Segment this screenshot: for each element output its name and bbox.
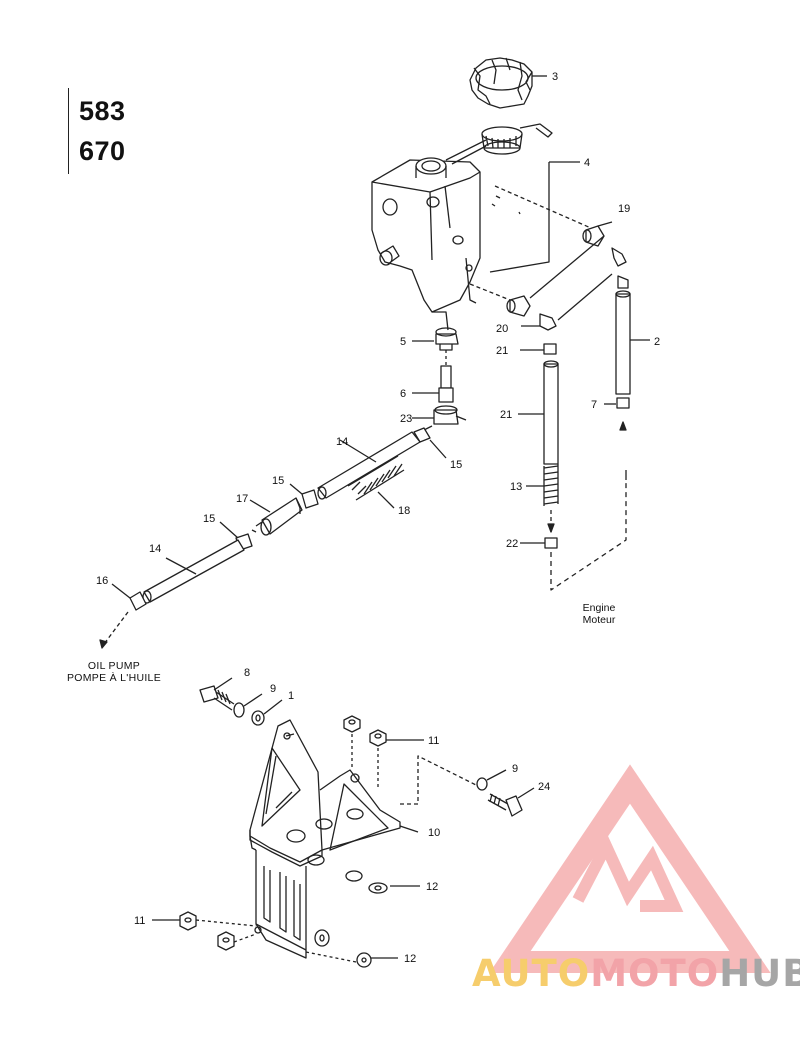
callout-10: 10 (428, 827, 440, 839)
hose-23 (518, 360, 559, 465)
callout-1: 1 (288, 690, 294, 702)
grommet-20 (506, 295, 557, 331)
callout-7: 23 (400, 413, 412, 425)
cap-gasket (445, 123, 553, 165)
hose-14-lower (142, 539, 245, 604)
spring-18 (347, 455, 405, 509)
callout-18: 18 (398, 505, 410, 517)
engine-label-en: Engine (582, 602, 616, 614)
bracket-10 (249, 719, 419, 959)
callout-24: 24 (538, 781, 550, 793)
clamp-21 (520, 343, 557, 355)
automotohub-logo-icon (489, 764, 771, 973)
callout-14-lower: 14 (149, 543, 161, 555)
watermark-auto: AUTO (472, 952, 591, 995)
callout-22: 22 (506, 538, 518, 550)
fitting-6 (412, 365, 454, 403)
callout-3: 3 (552, 71, 558, 83)
oil-pump-label-fr: POMPE À L'HUILE (66, 672, 162, 684)
callout-9-right: 9 (512, 763, 518, 775)
fitting-5 (412, 327, 459, 351)
washer-12b (305, 929, 398, 968)
tank-cap (469, 57, 547, 109)
callout-9-left: 9 (270, 683, 276, 695)
valve-7 (412, 405, 467, 425)
nut-11a (343, 715, 479, 805)
callout-20: 20 (496, 323, 508, 335)
callout-6: 6 (400, 388, 406, 400)
filter-17 (249, 497, 303, 536)
callout-21-lower: 7 (591, 399, 597, 411)
bolt-24 (487, 787, 535, 817)
callout-21-top: 21 (496, 345, 508, 357)
callout-12-top: 12 (426, 881, 438, 893)
fitting-16 (111, 583, 147, 611)
callout-8: 8 (244, 667, 250, 679)
oil-tank (371, 157, 481, 331)
callout-17: 17 (236, 493, 248, 505)
connector-15b (289, 483, 319, 509)
callout-23: 21 (500, 409, 512, 421)
bolt-8 (199, 677, 235, 711)
watermark-hub: HUB (719, 952, 800, 995)
washer-9a (233, 693, 263, 718)
engine-note: Engine Moteur (564, 602, 634, 626)
model-number-box: 583 670 (68, 88, 135, 174)
washer-12a (345, 870, 420, 894)
hose-14-upper (317, 431, 421, 500)
callout-14-upper: 14 (336, 436, 348, 448)
oil-pump-label-en: OIL PUMP (87, 660, 141, 672)
spring-13 (526, 464, 559, 533)
callout-2: 2 (654, 336, 660, 348)
model-number-583: 583 (79, 96, 126, 126)
callout-15-mid: 15 (272, 475, 284, 487)
callout-15-low: 15 (203, 513, 215, 525)
callout-12-bottom: 12 (404, 953, 416, 965)
callout-11-bottom: 11 (134, 915, 145, 927)
callout-11-top: 11 (428, 735, 439, 747)
grommet-19 (582, 221, 613, 247)
callout-16: 16 (96, 575, 108, 587)
watermark-moto: MOTO (590, 952, 720, 995)
oil-pump-note: OIL PUMP POMPE À L'HUILE (44, 660, 184, 684)
clamp-22 (520, 537, 558, 549)
hose-2 (615, 275, 650, 409)
callout-13: 13 (510, 481, 522, 493)
callout-5: 5 (400, 336, 406, 348)
nut-11b (152, 911, 257, 951)
callout-15-valve: 15 (450, 459, 462, 471)
washer-1 (251, 699, 283, 726)
engine-label-fr: Moteur (582, 614, 616, 626)
automotohub-watermark: AUTOMOTOHUB (472, 952, 800, 996)
callout-19: 19 (618, 203, 630, 215)
model-number-670: 670 (79, 136, 126, 166)
callout-4: 4 (584, 157, 590, 169)
washer-9b (476, 769, 507, 791)
